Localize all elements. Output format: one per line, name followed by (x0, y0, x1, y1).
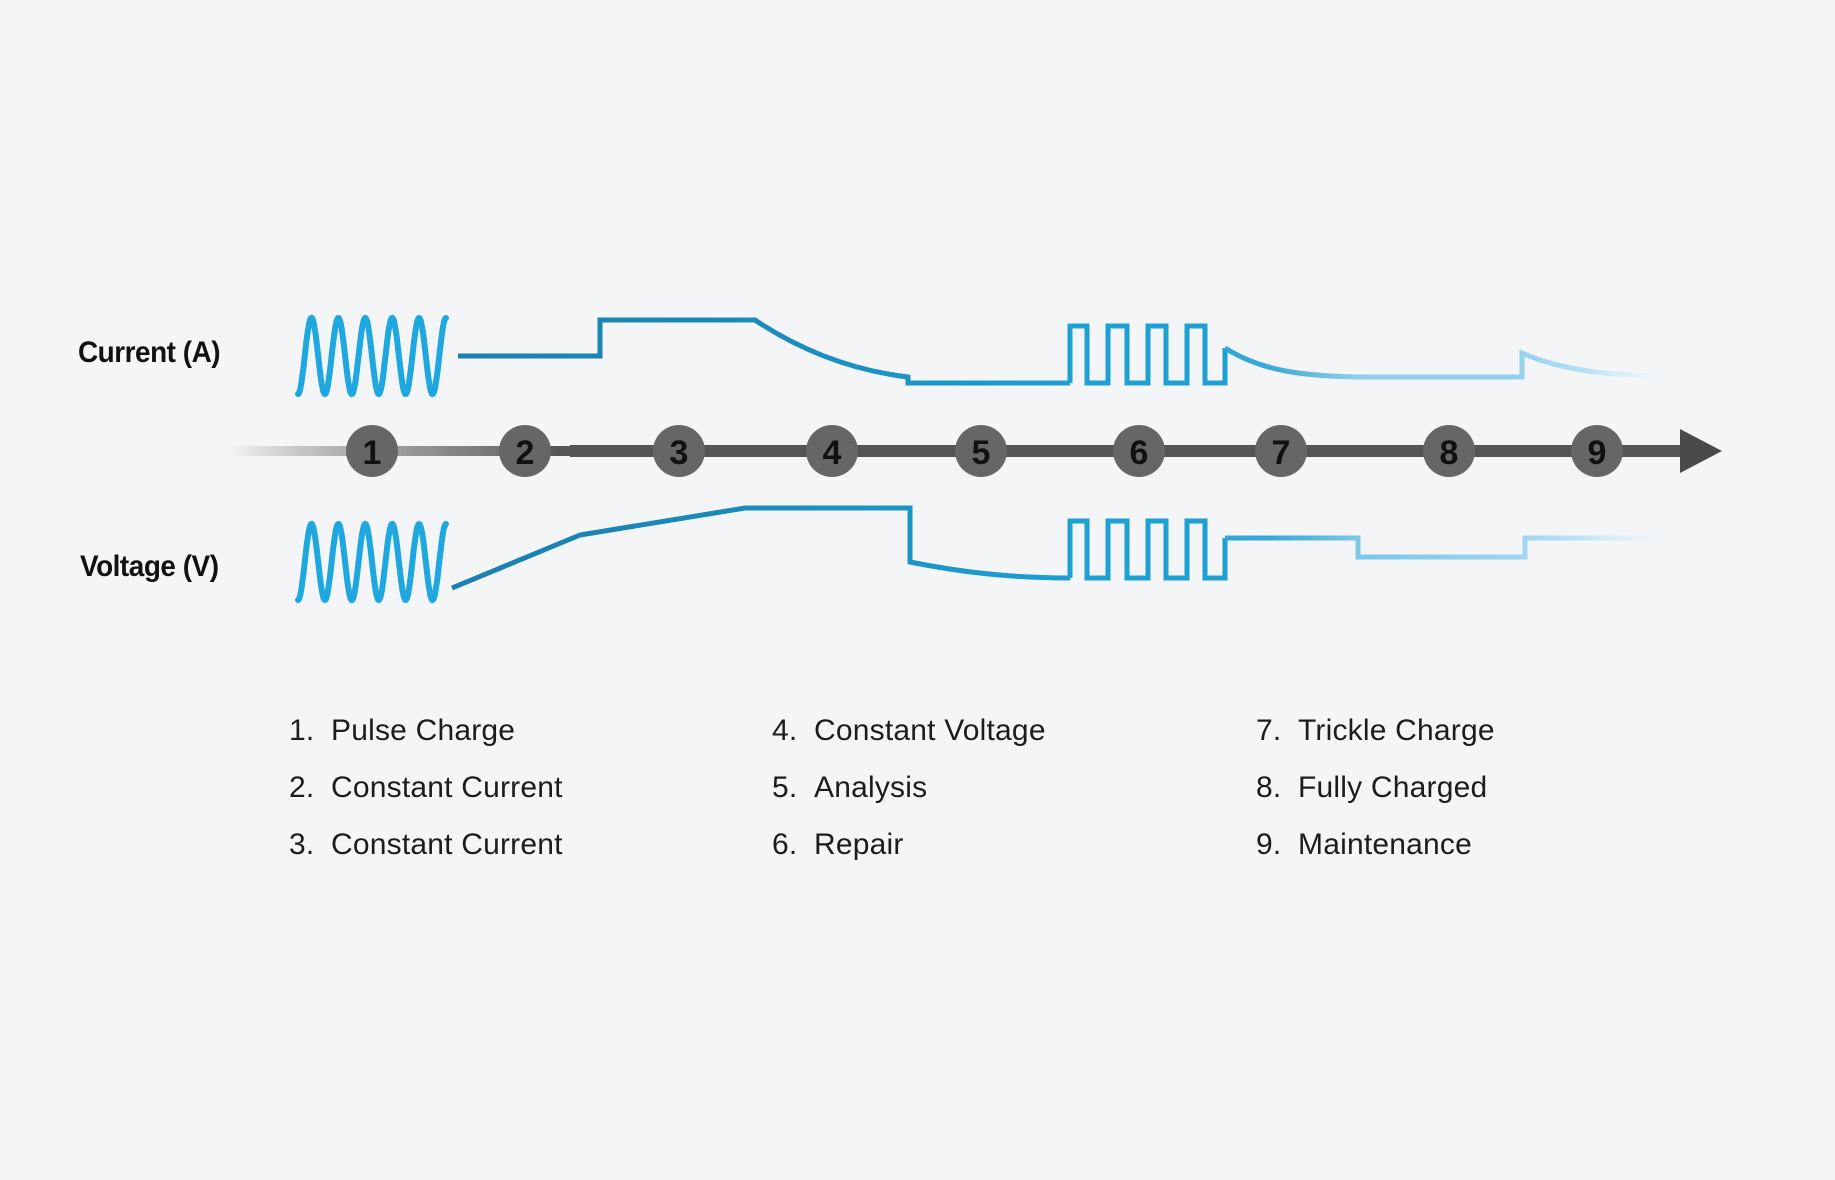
step-circle (1113, 425, 1165, 477)
step-circle (1255, 425, 1307, 477)
legend-number: 6. (772, 828, 798, 861)
step-number: 3 (670, 434, 689, 472)
legend-number: 2. (289, 771, 315, 804)
step-number: 1 (363, 434, 382, 472)
voltage-waveform (295, 505, 1670, 604)
legend-text: Pulse Charge (331, 714, 516, 747)
legend-item: 6. Repair (772, 828, 904, 862)
legend-item: 7. Trickle Charge (1256, 714, 1495, 748)
legend-item: 1. Pulse Charge (289, 714, 515, 748)
step-number: 8 (1440, 434, 1459, 472)
current-pulse-wave (295, 314, 449, 398)
current-waveform (295, 314, 1671, 398)
step-marker-6: 6 (1113, 425, 1165, 477)
axis-fade-segment (232, 446, 572, 456)
legend-text: Maintenance (1298, 828, 1472, 861)
step-number: 4 (823, 434, 842, 472)
voltage-charge-line (451, 505, 1071, 591)
step-circle (346, 425, 398, 477)
legend-number: 5. (772, 771, 798, 804)
step-circle (806, 425, 858, 477)
current-repair-square-wave (1067, 323, 1228, 386)
legend-text: Constant Current (331, 828, 563, 861)
legend-number: 9. (1256, 828, 1282, 861)
step-number: 7 (1272, 434, 1291, 472)
step-marker-3: 3 (653, 425, 705, 477)
legend-item: 8. Fully Charged (1256, 771, 1487, 805)
legend-number: 7. (1256, 714, 1282, 747)
voltage-pulse-wave (295, 520, 449, 604)
step-circle (1571, 425, 1623, 477)
step-marker-9: 9 (1571, 425, 1623, 477)
step-circle (499, 425, 551, 477)
legend-number: 1. (289, 714, 315, 747)
legend-item: 3. Constant Current (289, 828, 563, 862)
legend-text: Analysis (814, 771, 928, 804)
voltage-trickle-line (1225, 535, 1670, 560)
legend-number: 3. (289, 828, 315, 861)
current-trickle-line (1223, 345, 1671, 380)
step-circle (1423, 425, 1475, 477)
legend-text: Constant Current (331, 771, 563, 804)
voltage-repair-square-wave (1067, 518, 1228, 581)
current-row-label: Current (A) (78, 336, 221, 369)
timeline-axis: 1 2 3 4 5 6 7 8 9 (232, 425, 1722, 477)
step-marker-2: 2 (499, 425, 551, 477)
step-marker-1: 1 (346, 425, 398, 477)
legend-text: Repair (814, 828, 904, 861)
legend-text: Fully Charged (1298, 771, 1488, 804)
legend-item: 4. Constant Voltage (772, 714, 1046, 748)
legend-text: Constant Voltage (814, 714, 1046, 747)
step-number: 2 (516, 434, 535, 472)
step-marker-8: 8 (1423, 425, 1475, 477)
step-marker-5: 5 (955, 425, 1007, 477)
step-marker-7: 7 (1255, 425, 1307, 477)
legend-text: Trickle Charge (1298, 714, 1495, 747)
axis-arrow-icon (1680, 429, 1722, 473)
legend-number: 4. (772, 714, 798, 747)
voltage-row-label: Voltage (V) (80, 550, 219, 583)
legend-item: 2. Constant Current (289, 771, 563, 805)
step-circle (955, 425, 1007, 477)
step-number: 6 (1130, 434, 1149, 472)
legend-item: 9. Maintenance (1256, 828, 1472, 862)
current-charge-line (458, 317, 1070, 386)
step-marker-4: 4 (806, 425, 858, 477)
step-number: 5 (972, 434, 991, 472)
step-circle (653, 425, 705, 477)
legend-number: 8. (1256, 771, 1282, 804)
legend-item: 5. Analysis (772, 771, 927, 805)
step-number: 9 (1588, 434, 1607, 472)
